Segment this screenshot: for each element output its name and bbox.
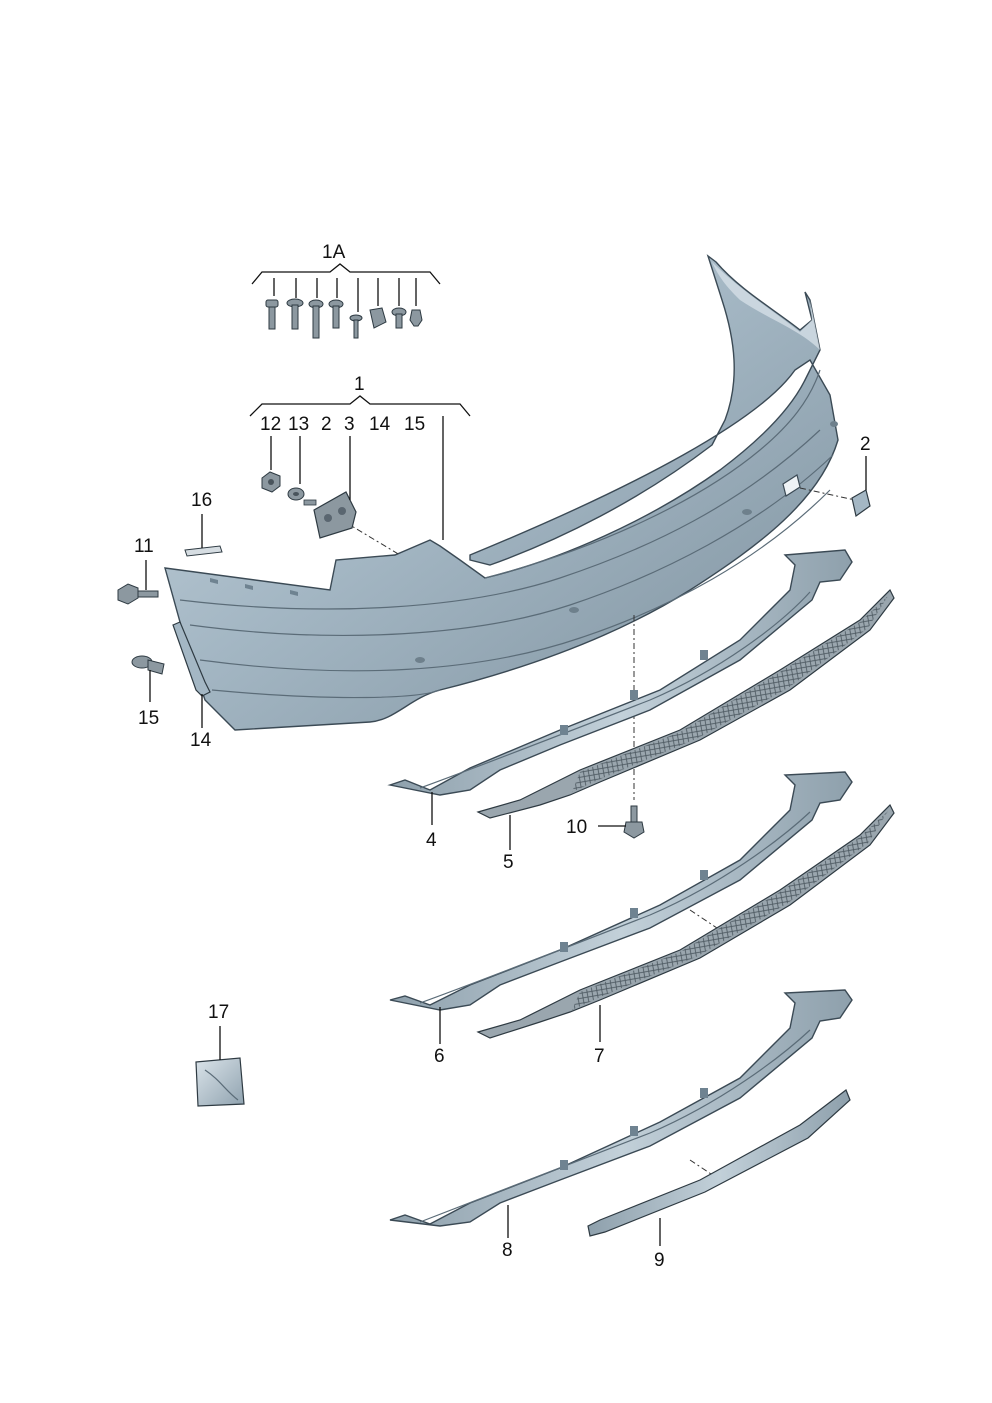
callout-2-top: 2 xyxy=(321,414,332,435)
screw-icon xyxy=(623,805,645,839)
callout-8: 8 xyxy=(502,1240,513,1261)
screw-icon xyxy=(286,298,304,330)
clip-icon xyxy=(369,307,387,329)
callout-16: 16 xyxy=(191,490,212,511)
alignment-line-tow-cover xyxy=(799,487,856,501)
expansion-clip-icon xyxy=(409,309,423,327)
callout-9: 9 xyxy=(654,1250,665,1271)
grille-insert-7 xyxy=(476,803,895,1039)
expansion-clip-icon xyxy=(131,655,165,675)
bracket-1A xyxy=(251,263,441,285)
washer-icon xyxy=(287,487,305,501)
pin-icon xyxy=(349,314,363,339)
callout-3: 3 xyxy=(344,414,355,435)
diffuser-trim-6 xyxy=(389,771,853,1011)
tow-hook-cover xyxy=(851,489,871,518)
label-sticker xyxy=(184,545,223,557)
callout-12: 12 xyxy=(260,414,281,435)
rivet-icon xyxy=(391,307,407,329)
callout-13: 13 xyxy=(288,414,309,435)
leader-1A-items xyxy=(273,278,417,312)
diffuser-trim-4 xyxy=(387,549,853,796)
callout-6: 6 xyxy=(434,1046,445,1067)
side-bracket xyxy=(172,621,211,697)
callout-1: 1 xyxy=(354,374,365,395)
trim-strip-9 xyxy=(587,1089,851,1237)
fastener-kit xyxy=(265,298,423,339)
callout-10: 10 xyxy=(566,817,587,838)
callout-4: 4 xyxy=(426,830,437,851)
callout-11: 11 xyxy=(134,536,154,557)
callout-1A: 1A xyxy=(322,242,346,263)
callout-2: 2 xyxy=(860,434,871,455)
bolt-icon xyxy=(117,583,159,605)
screw-icon xyxy=(308,299,324,339)
alignment-line-license-plate xyxy=(344,521,401,556)
nut-icon xyxy=(261,471,281,493)
callout-7: 7 xyxy=(594,1046,605,1067)
bracket-1 xyxy=(249,395,471,417)
screw-icon xyxy=(328,299,344,329)
callout-14-top: 14 xyxy=(369,414,391,435)
grille-insert-5 xyxy=(476,588,895,819)
callout-5: 5 xyxy=(503,852,514,873)
license-plate-bracket xyxy=(303,491,357,539)
callout-17: 17 xyxy=(208,1002,229,1023)
diffuser-trim-8 xyxy=(389,989,853,1227)
callout-14: 14 xyxy=(190,730,212,751)
bolt-icon xyxy=(265,299,279,330)
callout-15: 15 xyxy=(138,708,159,729)
alignment-line-trim xyxy=(689,909,721,931)
callout-15-top: 15 xyxy=(404,414,425,435)
bumper-cover xyxy=(164,254,839,731)
